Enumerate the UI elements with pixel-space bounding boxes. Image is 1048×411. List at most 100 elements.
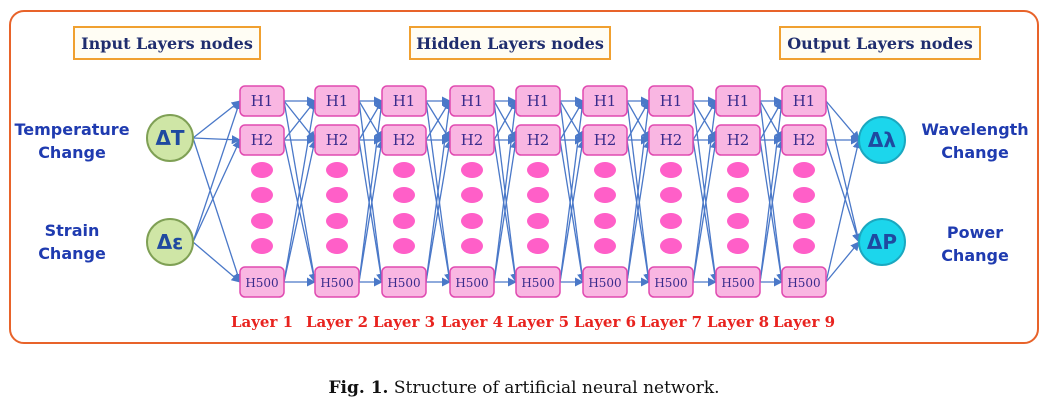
ellipsis-dot-l1-3 bbox=[251, 238, 273, 254]
hidden-node-label: H2 bbox=[326, 131, 349, 149]
arrow-l2n2-to-l3n0 bbox=[358, 100, 386, 283]
hidden-node-l3-h2: H2 bbox=[381, 124, 427, 156]
ellipsis-dot-l8-0 bbox=[727, 162, 749, 178]
layer-label-7: Layer 7 bbox=[640, 313, 702, 331]
hidden-node-label: H1 bbox=[660, 92, 683, 110]
output-label-wavelength-2: Change bbox=[941, 143, 1009, 162]
ellipsis-dot-l5-0 bbox=[527, 162, 549, 178]
layer-label-5: Layer 5 bbox=[507, 313, 569, 331]
arrow-l3n2-to-l4n0 bbox=[425, 100, 454, 283]
arrow-input-0-to-l1-n0 bbox=[192, 100, 241, 139]
ellipsis-dot-l9-1 bbox=[793, 187, 815, 203]
ellipsis-dot-l3-2 bbox=[393, 213, 415, 229]
arrow-input-1-to-l1-n0 bbox=[192, 100, 242, 243]
hidden-node-l4-h1: H1 bbox=[449, 85, 495, 117]
ellipsis-dot-l4-1 bbox=[461, 187, 483, 203]
ellipsis-dot-l2-0 bbox=[326, 162, 348, 178]
ellipsis-dot-l3-1 bbox=[393, 187, 415, 203]
hidden-node-l8-h2: H2 bbox=[715, 124, 761, 156]
ellipsis-dot-l1-1 bbox=[251, 187, 273, 203]
ellipsis-dot-l4-3 bbox=[461, 238, 483, 254]
hidden-node-label: H1 bbox=[527, 92, 550, 110]
hidden-node-label: H500 bbox=[455, 276, 488, 290]
diagram-frame bbox=[9, 10, 1039, 344]
header-input-text: Input Layers nodes bbox=[81, 34, 253, 53]
ellipsis-dot-l7-3 bbox=[660, 238, 682, 254]
hidden-node-label: H2 bbox=[251, 131, 274, 149]
ellipsis-dot-l2-2 bbox=[326, 213, 348, 229]
output-label-power-1: Power bbox=[947, 223, 1003, 242]
layer-label-9: Layer 9 bbox=[773, 313, 835, 331]
input-node-symbol: ΔT bbox=[155, 126, 184, 150]
hidden-node-label: H500 bbox=[245, 276, 278, 290]
hidden-node-l8-h500: H500 bbox=[715, 266, 761, 298]
ellipsis-dot-l7-0 bbox=[660, 162, 682, 178]
hidden-node-l7-h2: H2 bbox=[648, 124, 694, 156]
hidden-node-l2-h1: H1 bbox=[314, 85, 360, 117]
hidden-node-l5-h500: H500 bbox=[515, 266, 561, 298]
ellipsis-dot-l5-2 bbox=[527, 213, 549, 229]
ellipsis-dot-l1-2 bbox=[251, 213, 273, 229]
ellipsis-dot-l6-2 bbox=[594, 213, 616, 229]
hidden-node-l9-h2: H2 bbox=[781, 124, 827, 156]
hidden-node-l7-h500: H500 bbox=[648, 266, 694, 298]
hidden-node-l7-h1: H1 bbox=[648, 85, 694, 117]
hidden-node-l9-h500: H500 bbox=[781, 266, 827, 298]
hidden-node-label: H1 bbox=[251, 92, 274, 110]
header-output: Output Layers nodes bbox=[779, 26, 981, 60]
hidden-node-label: H2 bbox=[660, 131, 683, 149]
arrow-l9n2-to-output-0 bbox=[825, 139, 862, 283]
hidden-node-l3-h1: H1 bbox=[381, 85, 427, 117]
output-node-symbol: ΔP bbox=[867, 230, 897, 254]
hidden-node-label: H1 bbox=[727, 92, 750, 110]
ellipsis-dot-l3-3 bbox=[393, 238, 415, 254]
ellipsis-dot-l5-1 bbox=[527, 187, 549, 203]
arrow-l1n2-to-l2n0 bbox=[283, 100, 319, 283]
ellipsis-dot-l9-3 bbox=[793, 238, 815, 254]
ellipsis-dot-l8-3 bbox=[727, 238, 749, 254]
arrow-l7n2-to-l8n0 bbox=[692, 100, 720, 283]
arrow-input-1-to-l1-n1 bbox=[192, 139, 241, 243]
arrow-l9n2-to-output-1 bbox=[825, 241, 860, 283]
layer-label-3: Layer 3 bbox=[373, 313, 435, 331]
layer-label-1: Layer 1 bbox=[231, 313, 293, 331]
arrow-l6n2-to-l7n1 bbox=[626, 139, 653, 283]
ellipsis-dot-l9-2 bbox=[793, 213, 815, 229]
arrow-input-0-to-l1-n1 bbox=[192, 135, 241, 145]
layer-label-8: Layer 8 bbox=[707, 313, 769, 331]
arrow-l8n2-to-l9n0 bbox=[759, 100, 786, 283]
output-label-wavelength-1: Wavelength bbox=[921, 120, 1028, 139]
hidden-node-l3-h500: H500 bbox=[381, 266, 427, 298]
arrow-l9n1-to-output-1 bbox=[825, 139, 861, 243]
hidden-node-l8-h1: H1 bbox=[715, 85, 761, 117]
caption-prefix: Fig. 1. bbox=[328, 378, 389, 398]
input-label-temperature-2: Change bbox=[38, 143, 106, 162]
ellipsis-dot-l8-2 bbox=[727, 213, 749, 229]
hidden-node-l6-h1: H1 bbox=[582, 85, 628, 117]
ellipsis-dot-l7-2 bbox=[660, 213, 682, 229]
hidden-node-label: H2 bbox=[527, 131, 550, 149]
hidden-node-l1-h2: H2 bbox=[239, 124, 285, 156]
input-node-1: Δε bbox=[146, 218, 194, 266]
arrow-l3n2-to-l4n1 bbox=[425, 139, 454, 283]
arrow-l5n2-to-l6n0 bbox=[559, 100, 587, 283]
ellipsis-dot-l2-1 bbox=[326, 187, 348, 203]
arrow-l1n2-to-l2n1 bbox=[283, 139, 318, 283]
arrow-l9n0-to-output-0 bbox=[825, 100, 860, 141]
ellipsis-dot-l9-0 bbox=[793, 162, 815, 178]
hidden-node-label: H500 bbox=[787, 276, 820, 290]
hidden-node-l4-h500: H500 bbox=[449, 266, 495, 298]
hidden-node-label: H1 bbox=[326, 92, 349, 110]
input-node-0: ΔT bbox=[146, 114, 194, 162]
arrow-l4n2-to-l5n0 bbox=[493, 100, 520, 283]
ellipsis-dot-l4-0 bbox=[461, 162, 483, 178]
output-node-symbol: Δλ bbox=[868, 128, 896, 152]
hidden-node-label: H500 bbox=[320, 276, 353, 290]
hidden-node-label: H2 bbox=[461, 131, 484, 149]
ellipsis-dot-l5-3 bbox=[527, 238, 549, 254]
output-label-power-2: Change bbox=[941, 246, 1009, 265]
input-label-temperature-1: Temperature bbox=[14, 120, 129, 139]
arrow-l6n2-to-l7n0 bbox=[626, 100, 653, 283]
